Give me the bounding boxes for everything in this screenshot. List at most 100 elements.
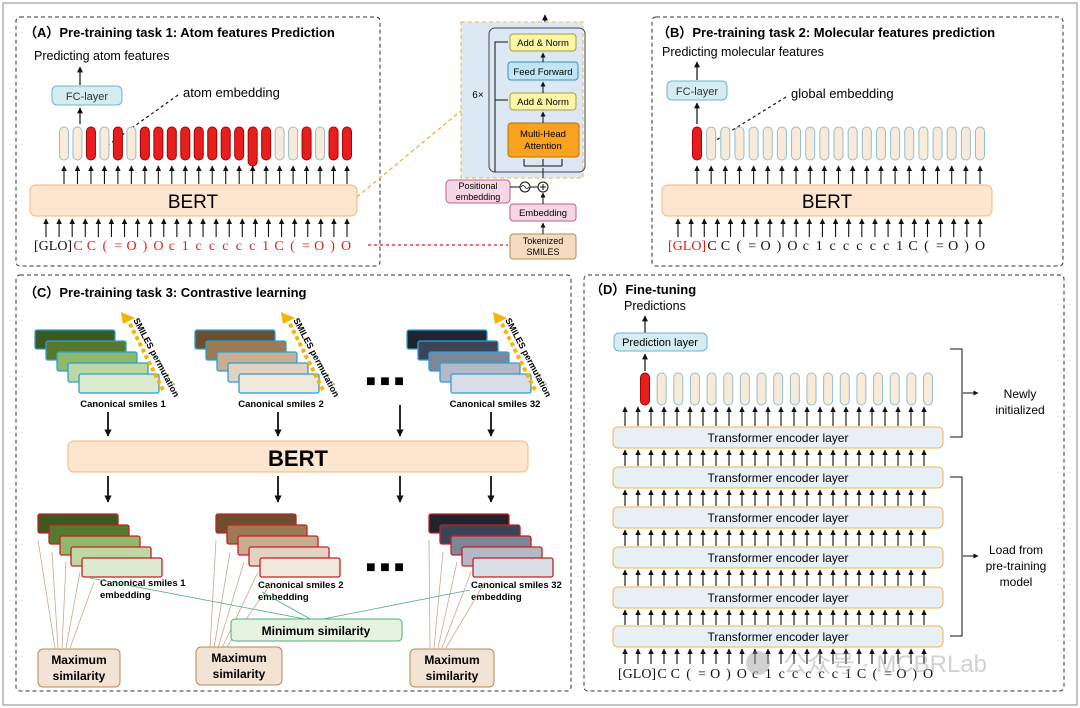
canonical-smiles-1-label: Canonical smiles 1 [80, 399, 166, 410]
token: = [748, 239, 756, 254]
panel-b-bert-block [661, 184, 993, 217]
add-norm-mid-label: Add & Norm [517, 97, 569, 108]
token: O [975, 239, 985, 254]
bracket-load [950, 476, 963, 637]
token: C [707, 239, 716, 254]
transformer-encoder-layer [612, 546, 944, 569]
embedding-token [791, 126, 802, 161]
embedding-token [839, 372, 850, 406]
stack-card [81, 557, 163, 578]
panel-b-border [651, 16, 1064, 267]
token: c [792, 667, 798, 682]
embedding-token [72, 126, 83, 161]
panel-b-fc-label: FC-layer [676, 86, 719, 98]
embedding-highlighted [247, 126, 258, 167]
panel-a-title: （A）Pre-training task 1: Atom features Pr… [24, 25, 335, 40]
stack-card [78, 373, 160, 394]
token: = [302, 239, 310, 254]
panel-b-embedding-pointer [704, 96, 787, 148]
embedding-highlighted [85, 126, 96, 161]
predictions-label: Predictions [624, 299, 686, 313]
smiles-stack-32: SMILES permutation [406, 312, 553, 399]
token: O [923, 667, 933, 682]
stack-card [472, 557, 554, 578]
feed-forward-label: Feed Forward [513, 67, 572, 78]
min-similarity-label: Minimum similarity [262, 624, 371, 638]
token: ( [872, 667, 877, 682]
token: ) [330, 239, 335, 254]
panel-b-fc-layer [666, 80, 728, 101]
multi-head-label-1: Multi-Head [520, 129, 566, 140]
token: c [222, 239, 228, 254]
panel-d: （D）Fine-tuning Predictions Prediction la… [583, 274, 1065, 692]
token: C [908, 239, 917, 254]
embedding-highlighted [220, 126, 231, 161]
panel-b-embeddings [692, 126, 985, 161]
token: = [884, 667, 892, 682]
stack-card [450, 373, 532, 394]
panel-b: （B）Pre-training task 2: Molecular featur… [651, 16, 1064, 267]
attention-input-branches [523, 159, 563, 167]
connector-bert-to-transformer [356, 109, 463, 198]
max-sim-2-b: similarity [213, 667, 266, 681]
embedding-token [904, 126, 915, 161]
token-glo: [GLO] [34, 239, 72, 254]
embedding-highlighted [301, 126, 312, 161]
token: ) [777, 239, 782, 254]
token: c [832, 667, 838, 682]
watermark: 公众号 · MCBRLab [746, 651, 987, 678]
transformer-encoder-layer [612, 466, 944, 489]
panel-a-embeddings [59, 126, 352, 167]
token: O [896, 667, 906, 682]
emb-32-label-b: embedding [471, 592, 522, 603]
embedding-token [315, 126, 326, 161]
canonical-smiles-32-label: Canonical smiles 32 [450, 399, 541, 410]
token: C [671, 667, 680, 682]
emb-32-label-a: Canonical smiles 32 [471, 580, 562, 591]
embedding-token [856, 372, 867, 406]
panel-c-title: （C）Pre-training task 3: Contrastive lear… [24, 285, 307, 300]
emb-2-label-b: embedding [258, 592, 309, 603]
panel-c-bert-block [67, 440, 529, 473]
tokenized-label-1: Tokenized [523, 236, 564, 246]
panel-c: （C）Pre-training task 3: Contrastive lear… [15, 274, 572, 692]
max-sim-32-a: Maximum [424, 653, 479, 667]
token: C [721, 239, 730, 254]
min-similarity-box [230, 618, 403, 642]
load-label-a: Load from [989, 543, 1043, 557]
embedding-token [789, 372, 800, 406]
encoder-layer-label: Transformer encoder layer [708, 431, 849, 445]
token: = [936, 239, 944, 254]
add-norm-top-label: Add & Norm [517, 38, 569, 49]
embedding-token [720, 126, 731, 161]
embedding-token [656, 372, 667, 406]
panel-a-input-arrows [43, 218, 350, 237]
embedding-stack-32 [428, 513, 554, 578]
token-glo: [GLO] [668, 239, 706, 254]
token: C [73, 239, 82, 254]
embedding-token [906, 372, 917, 406]
embedding-token [288, 126, 299, 161]
embedding-highlighted [180, 126, 191, 161]
token: 1 [816, 239, 823, 254]
token: 1 [845, 667, 852, 682]
panel-d-title: （D）Fine-tuning [590, 282, 696, 297]
encoder-layer-label: Transformer encoder layer [708, 551, 849, 565]
token: c [805, 667, 811, 682]
transformer-encoder-layer [612, 426, 944, 449]
token: O [341, 239, 351, 254]
embedding-token [861, 126, 872, 161]
wechat-icon [746, 651, 770, 675]
embedding-token [923, 372, 933, 406]
embedding-token [706, 372, 717, 406]
token: ) [964, 239, 969, 254]
token: = [698, 667, 706, 682]
embedding-token [689, 372, 700, 406]
embedding-token [975, 126, 985, 161]
embedding-highlighted [342, 126, 352, 161]
token: ( [924, 239, 929, 254]
embedding-token [723, 372, 734, 406]
